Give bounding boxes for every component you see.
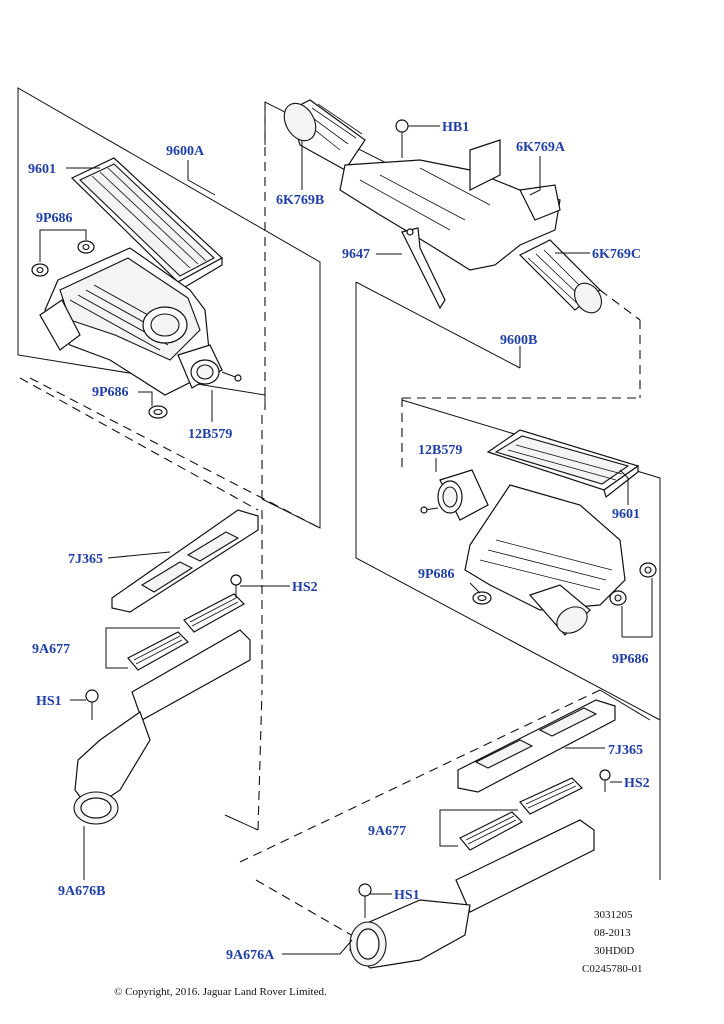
label-mass-air-flow-sensor-b: 12B579 [418, 443, 462, 458]
label-grommet-b-right: 9P686 [612, 652, 649, 667]
reference-line-1: 3031205 [594, 909, 633, 921]
label-bracket: 9647 [342, 247, 370, 262]
grommets-b [472, 562, 657, 606]
grille-9a677-right [459, 777, 584, 851]
label-seal-left: 7J365 [68, 552, 103, 567]
reference-line-3: 30HD0D [594, 945, 634, 957]
intake-duct-body [339, 139, 561, 271]
label-screw-hs2-left: HS2 [292, 580, 318, 595]
mass-air-flow-sensor-a [177, 344, 242, 389]
label-bolt-hb1-top: HB1 [442, 120, 469, 135]
frame-inlet-left [19, 377, 263, 831]
air-cleaner-housing-a [39, 247, 211, 396]
label-resonator-hose-c: 6K769C [592, 247, 641, 262]
frame-intake-duct [264, 101, 641, 410]
resonator-hose-b [283, 99, 366, 171]
bracket-9647 [401, 227, 446, 310]
label-filter-element-b: 9601 [612, 507, 640, 522]
filter-element-b [486, 429, 640, 499]
label-mass-air-flow-sensor-a: 12B579 [188, 427, 232, 442]
mass-air-flow-sensor-b [420, 469, 489, 521]
callout-labels: 9601 9600A 9P686 9P686 12B579 6K769B HB1… [28, 120, 650, 963]
label-grommet-b-left: 9P686 [418, 567, 455, 582]
label-filter-element-a: 9601 [28, 162, 56, 177]
frame-inlet-right [239, 689, 661, 941]
copyright-notice: © Copyright, 2016. Jaguar Land Rover Lim… [114, 986, 327, 998]
label-intake-grille-left: 9A677 [32, 642, 70, 657]
label-air-cleaner-a: 9600A [166, 144, 205, 159]
resonator-hose-c [518, 239, 602, 314]
label-screw-hs2-right: HS2 [624, 776, 650, 791]
seal-7j365-right [457, 699, 616, 793]
label-grommet-a-top: 9P686 [36, 211, 73, 226]
label-intake-duct: 6K769A [516, 140, 566, 155]
label-bolt-hs1-left: HS1 [36, 694, 62, 709]
bolt-hs1-right [358, 883, 372, 918]
label-bolt-hs1-right: HS1 [394, 888, 420, 903]
leader-lines [39, 125, 653, 955]
air-inlet-duct-right [349, 819, 595, 969]
label-seal-right: 7J365 [608, 743, 643, 758]
filter-element-a [70, 157, 224, 291]
reference-block: 3031205 08-2013 30HD0D C0245780-01 [582, 909, 643, 975]
screw-hs2-right [599, 769, 611, 792]
seal-7j365-left [111, 509, 259, 613]
label-air-inlet-duct-right: 9A676A [226, 948, 275, 963]
label-air-cleaner-b: 9600B [500, 333, 537, 348]
grille-9a677-left [127, 593, 245, 671]
screw-hs2-left [230, 574, 242, 598]
label-resonator-hose-a: 6K769B [276, 193, 324, 208]
label-intake-grille-right: 9A677 [368, 824, 406, 839]
grommets-a [31, 240, 168, 419]
bolt-hs1-left [85, 689, 99, 720]
reference-line-4: C0245780-01 [582, 963, 643, 975]
reference-line-2: 08-2013 [594, 927, 631, 939]
bolt-hb1-top [395, 119, 409, 158]
air-cleaner-housing-b [464, 484, 626, 636]
air-inlet-duct-left [73, 629, 251, 825]
label-air-inlet-duct-left: 9A676B [58, 884, 105, 899]
label-grommet-a-bottom: 9P686 [92, 385, 129, 400]
